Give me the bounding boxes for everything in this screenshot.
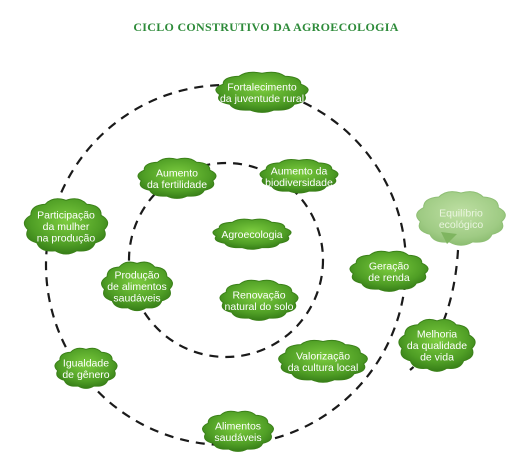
node-label-line: de alimentos bbox=[107, 281, 167, 293]
node-label-line: Produção bbox=[115, 270, 160, 282]
node-label-line: Valorização bbox=[296, 350, 350, 362]
node-label-line: ecológico bbox=[439, 219, 484, 231]
node-label-line: da mulher bbox=[43, 221, 90, 233]
node-label-line: na produção bbox=[37, 233, 96, 245]
cloud-shape bbox=[278, 339, 368, 383]
node-label-line: biodiversidade bbox=[265, 177, 333, 189]
node-label-line: Geração bbox=[369, 260, 409, 272]
node-label-line: Equilíbrio bbox=[439, 207, 483, 219]
node-label-line: Aumento bbox=[156, 167, 198, 179]
node-label-line: da qualidade bbox=[407, 340, 467, 352]
cloud-shape bbox=[349, 250, 429, 292]
node-label-line: Melhoria bbox=[417, 329, 457, 341]
node-label-line: Alimentos bbox=[215, 420, 261, 432]
diagram-title: CICLO CONSTRUTIVO DA AGROECOLOGIA bbox=[133, 20, 399, 34]
node-label-line: da fertilidade bbox=[147, 179, 207, 191]
cycle-node-agroecologia: Agroecologia bbox=[212, 218, 292, 250]
cloud-shape bbox=[202, 410, 274, 452]
cloud-shape bbox=[215, 71, 309, 113]
cloud-shape bbox=[23, 198, 109, 255]
node-label-line: da juventude rural bbox=[220, 93, 304, 105]
cloud-shape bbox=[54, 347, 118, 389]
cloud-shape bbox=[259, 158, 339, 194]
inner-cycle-path bbox=[127, 161, 325, 359]
node-label-line: Agroecologia bbox=[221, 229, 282, 241]
cloud-shape bbox=[416, 191, 506, 246]
cloud-shape bbox=[219, 279, 299, 321]
node-label-line: Participação bbox=[37, 210, 95, 222]
node-label-line: da cultura local bbox=[288, 362, 359, 374]
node-label-line: de vida bbox=[420, 352, 454, 364]
cloud-tail-shape bbox=[441, 232, 457, 244]
cloud-shape bbox=[398, 318, 476, 372]
node-label-line: Fortalecimento bbox=[227, 81, 297, 93]
cloud-shape bbox=[101, 261, 173, 312]
cloud-shape bbox=[212, 218, 292, 250]
node-label-line: Aumento da bbox=[271, 165, 328, 177]
node-label-line: de renda bbox=[368, 272, 410, 284]
node-label-line: natural do solo bbox=[225, 301, 294, 313]
node-label-line: de gênero bbox=[62, 369, 109, 381]
node-label-line: saudáveis bbox=[113, 293, 160, 305]
node-label-line: saudáveis bbox=[214, 432, 261, 444]
cloud-shape bbox=[137, 157, 217, 199]
node-label-line: Renovação bbox=[232, 289, 285, 301]
node-label-line: Igualdade bbox=[63, 357, 109, 369]
